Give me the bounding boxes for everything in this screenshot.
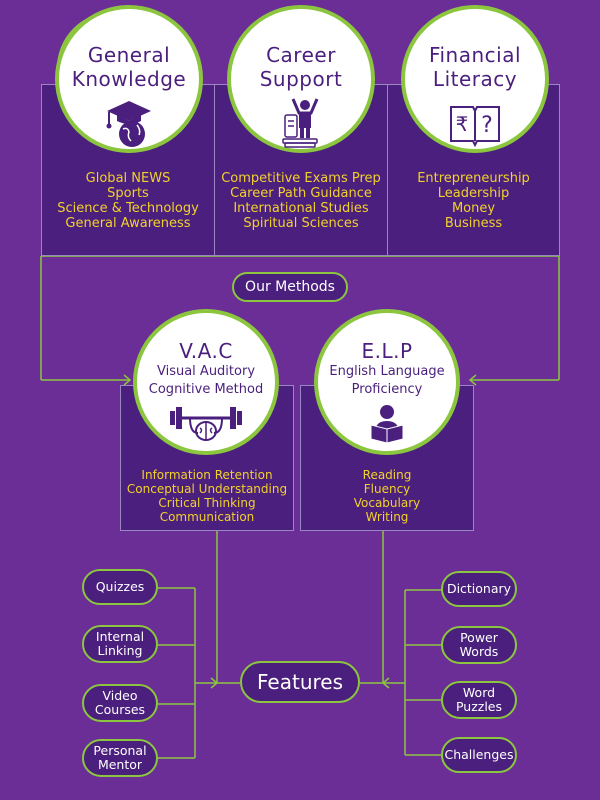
- brain-barbell-icon: [170, 407, 242, 441]
- subject-circle-financial-literacy: Financial Literacy ₹ ?: [401, 5, 549, 153]
- subject-title: Financial Literacy: [428, 43, 522, 91]
- subject-title: General Knowledge: [71, 43, 187, 91]
- feature-dictionary: Dictionary: [441, 571, 517, 607]
- rupee-question-book-icon: ₹ ?: [450, 106, 500, 147]
- method-title: E.L.P: [361, 339, 413, 363]
- svg-text:?: ?: [481, 113, 493, 138]
- method-subtitle: English Language Proficiency: [329, 364, 445, 397]
- method-title: V.A.C: [179, 339, 233, 363]
- feature-challenges: Challenges: [441, 737, 517, 773]
- person-celebrating-icon: [282, 98, 319, 148]
- graduation-globe-icon: [106, 101, 151, 147]
- features-label: Features: [240, 661, 360, 703]
- method-circle-vac: V.A.C Visual Auditory Cognitive Method: [133, 309, 279, 455]
- method-subtitle: Visual Auditory Cognitive Method: [148, 364, 264, 397]
- subject-circle-career-support: Career Support: [227, 5, 375, 153]
- subject-circle-general-knowledge: General Knowledge: [55, 5, 203, 153]
- svg-text:₹: ₹: [456, 112, 469, 136]
- our-methods-label: Our Methods: [232, 272, 348, 302]
- subject-title: Career Support: [259, 43, 343, 91]
- feature-quizzes: Quizzes: [82, 569, 158, 605]
- person-reading-icon: [370, 405, 404, 443]
- method-circle-elp: E.L.P English Language Proficiency: [314, 309, 460, 455]
